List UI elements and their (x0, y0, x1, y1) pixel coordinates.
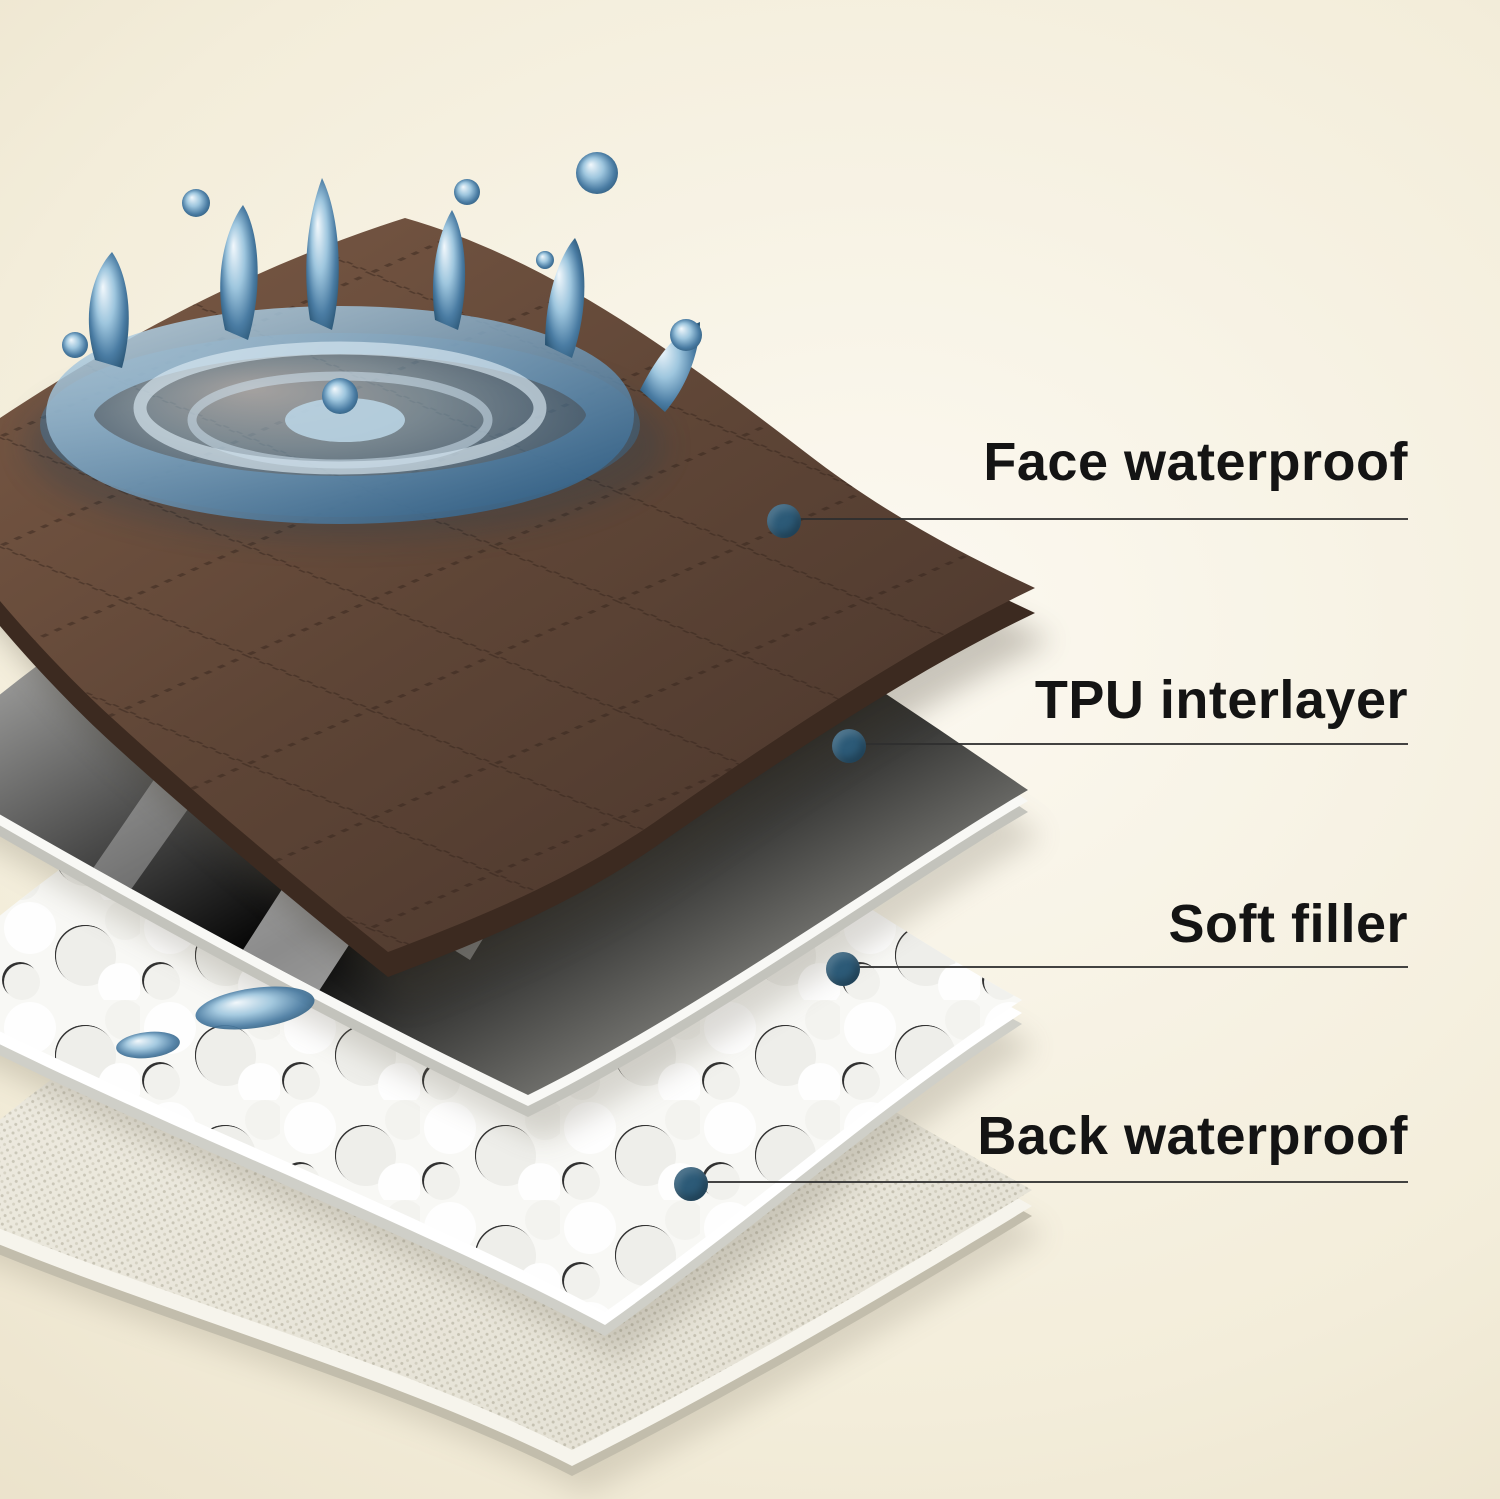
water-splash (25, 152, 702, 540)
callout-line-back-waterproof (691, 1181, 1408, 1183)
callout-dot-soft-filler (826, 952, 860, 986)
flying-droplets (62, 152, 702, 358)
callout-label-back-waterproof: Back waterproof (977, 1106, 1408, 1166)
callout-label-soft-filler: Soft filler (1168, 894, 1408, 954)
callout-dot-back-waterproof (674, 1167, 708, 1201)
callout-label-face-waterproof: Face waterproof (983, 432, 1408, 492)
callout-line-face-waterproof (784, 518, 1408, 520)
callout-line-soft-filler (843, 966, 1408, 968)
callout-dot-face-waterproof (767, 504, 801, 538)
callout-dot-tpu-interlayer (832, 729, 866, 763)
layer-face-waterproof (0, 152, 1035, 977)
callout-label-tpu-interlayer: TPU interlayer (1034, 670, 1408, 730)
callout-line-tpu-interlayer (849, 743, 1408, 745)
